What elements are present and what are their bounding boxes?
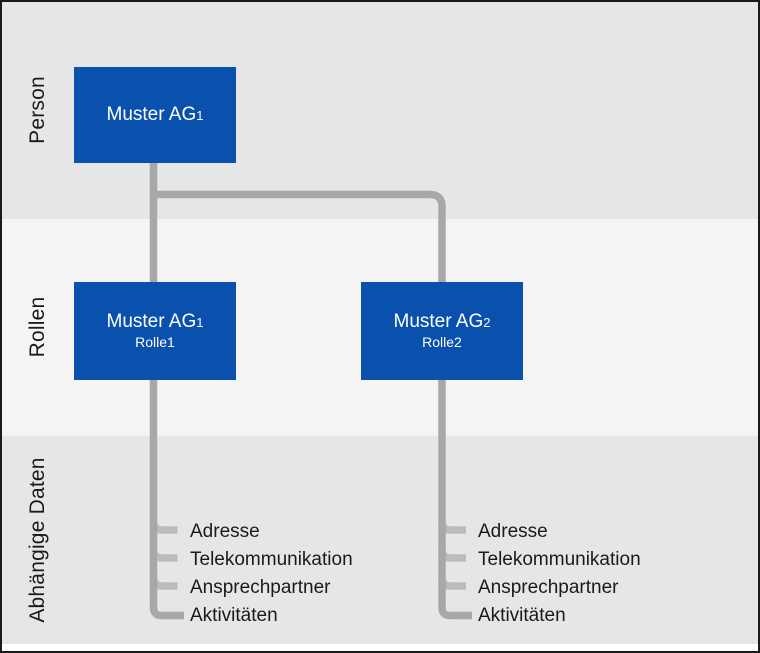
connector-person-role1-branch xyxy=(149,163,184,620)
dependent-item-telekommunikation-right: Telekommunikation xyxy=(478,549,641,570)
dependent-item-adresse-right: Adresse xyxy=(478,521,548,542)
node-role1-muster-ag1: Muster AG1 Rolle1 xyxy=(74,282,236,380)
node-subtitle: Rolle1 xyxy=(135,334,175,350)
node-title: Muster AG1 xyxy=(106,103,204,125)
node-person-muster-ag1: Muster AG1 xyxy=(74,67,236,163)
dependent-item-aktivitaeten-right: Aktivitäten xyxy=(478,605,566,626)
dependent-item-ansprechpartner-left: Ansprechpartner xyxy=(190,577,331,598)
node-title: Muster AG1 xyxy=(106,311,204,332)
connector-person-role2-branch xyxy=(153,190,472,620)
node-role2-muster-ag2: Muster AG2 Rolle2 xyxy=(361,282,523,380)
node-title-subscript: 2 xyxy=(483,315,491,330)
node-title-subscript: 1 xyxy=(196,315,204,330)
dependent-item-telekommunikation-left: Telekommunikation xyxy=(190,549,353,570)
band-dependent-data xyxy=(2,436,758,644)
node-title-subscript: 1 xyxy=(196,107,204,123)
dependent-item-ansprechpartner-right: Ansprechpartner xyxy=(478,577,619,598)
node-subtitle: Rolle2 xyxy=(422,334,462,350)
node-title: Muster AG2 xyxy=(393,311,491,332)
dependent-item-adresse-left: Adresse xyxy=(190,521,260,542)
dependent-item-aktivitaeten-left: Aktivitäten xyxy=(190,605,278,626)
